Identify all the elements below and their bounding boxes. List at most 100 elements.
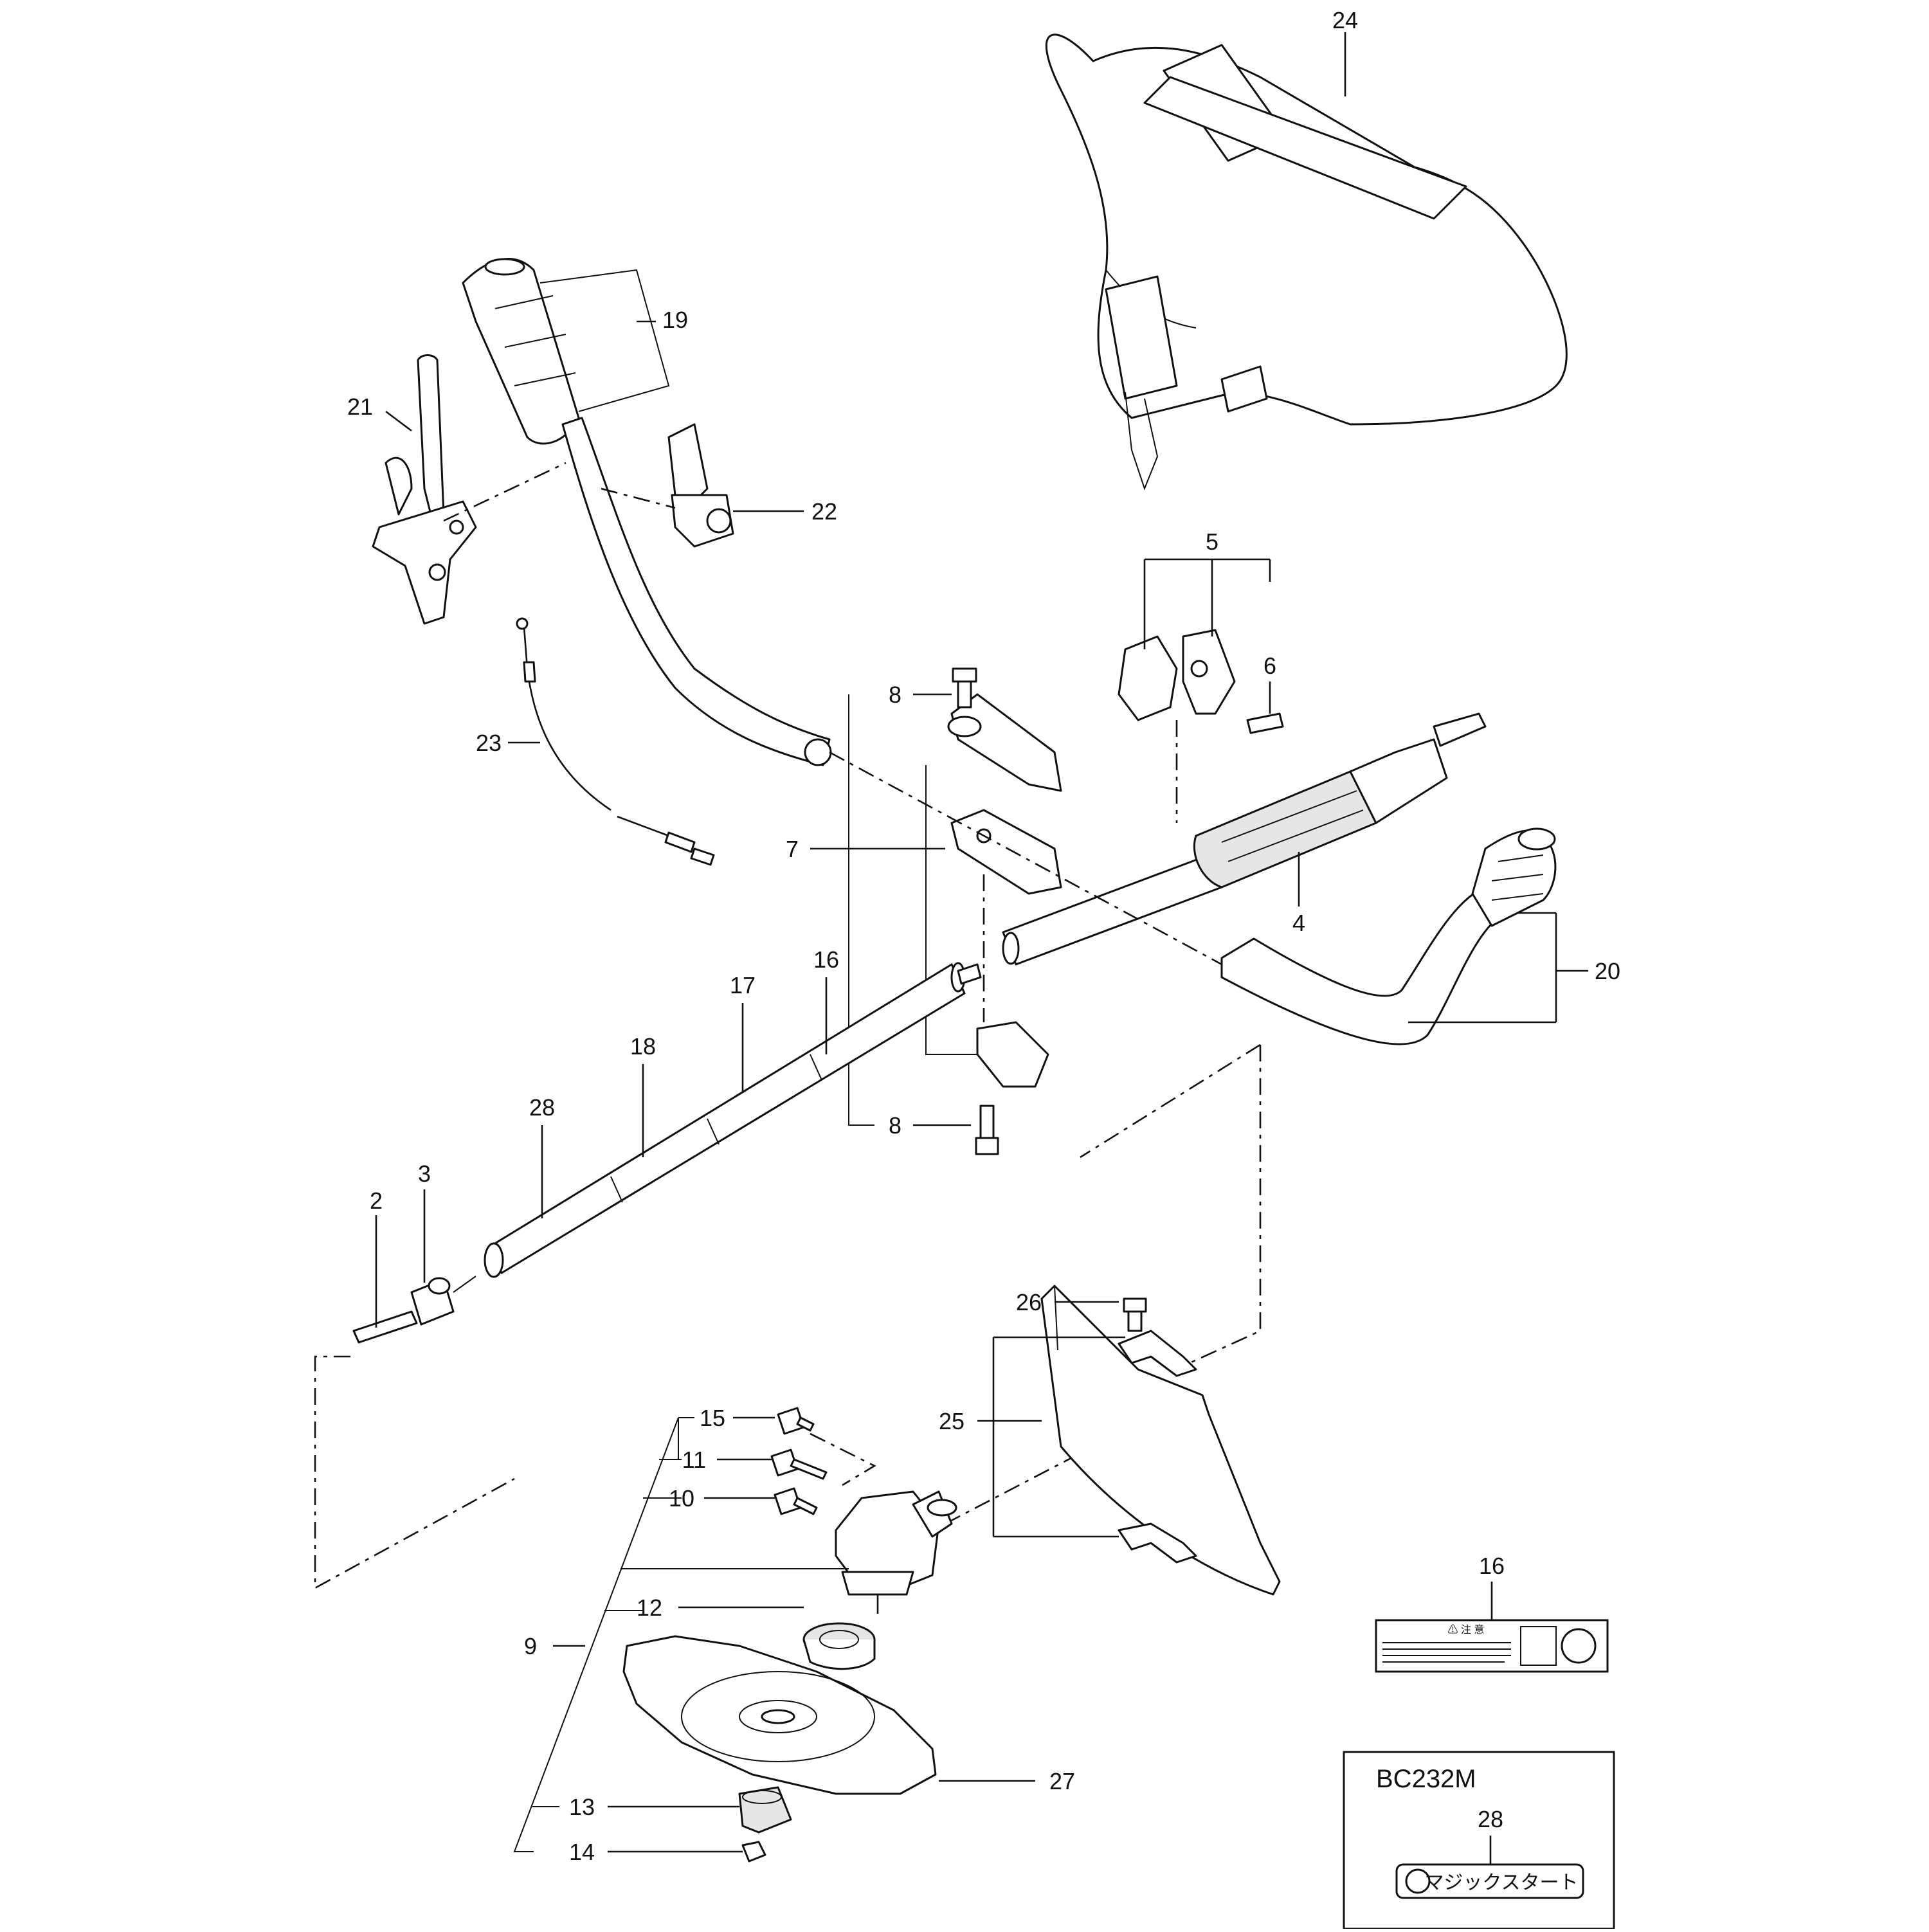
callout-6: 6	[1263, 653, 1276, 714]
callout-9: 9	[513, 1417, 849, 1852]
callout-label-8-bottom: 8	[889, 1112, 901, 1139]
callout-label-17: 17	[730, 972, 756, 998]
dash-line-22	[601, 487, 676, 509]
callout-label-14: 14	[569, 1839, 595, 1865]
callout-label-8-top: 8	[889, 682, 901, 708]
callout-label-20: 20	[1595, 958, 1620, 984]
warning-heading: ⚠ 注 意	[1448, 1623, 1485, 1636]
callout-10: 10	[669, 1485, 775, 1512]
callout-label-16: 16	[813, 946, 839, 973]
callout-16: 16	[813, 946, 839, 1054]
callout-label-7: 7	[786, 836, 799, 862]
callout-label-16-label: 16	[1479, 1553, 1505, 1579]
bolt-15	[777, 1407, 815, 1435]
callout-label-15: 15	[700, 1405, 725, 1431]
callout-label-3: 3	[418, 1160, 431, 1187]
model-name: BC232M	[1376, 1765, 1476, 1793]
dash-line-bolt	[810, 1432, 876, 1486]
handle-clamp-upper	[947, 693, 1062, 895]
callout-26: 26	[1016, 1289, 1119, 1315]
callout-label-27: 27	[1049, 1768, 1075, 1794]
callout-4: 4	[1292, 852, 1305, 936]
dash-line-guard-upper	[1080, 1043, 1261, 1159]
shoulder-harness	[1045, 33, 1568, 491]
callout-25: 25	[939, 1336, 1125, 1538]
throttle-trigger	[372, 354, 477, 625]
callout-14: 14	[569, 1839, 743, 1865]
callout-2: 2	[370, 1187, 383, 1328]
callout-label-28-box: 28	[1478, 1806, 1503, 1832]
dash-line-shaft	[314, 1355, 515, 1590]
callout-8-top: 8	[889, 682, 952, 708]
callout-label-28: 28	[529, 1094, 555, 1121]
callout-label-19: 19	[662, 307, 688, 333]
callout-label-26: 26	[1016, 1289, 1042, 1315]
callout-5: 5	[1143, 528, 1271, 649]
callout-label-2: 2	[370, 1187, 383, 1214]
drive-shaft-tube	[484, 962, 982, 1278]
callout-21: 21	[347, 393, 412, 432]
callout-3: 3	[418, 1160, 431, 1283]
sticker-logo-icon	[1405, 1868, 1431, 1894]
throttle-cable	[516, 617, 715, 866]
callout-11: 11	[682, 1447, 772, 1473]
dash-line-21	[443, 462, 566, 522]
callout-20: 20	[1408, 912, 1620, 1024]
main-shaft	[1002, 712, 1487, 966]
blade-guard	[1040, 1285, 1281, 1596]
left-handle	[462, 258, 832, 766]
callout-label-9: 9	[524, 1633, 537, 1659]
callout-18: 18	[630, 1033, 656, 1157]
handle-clamp-lower	[976, 1021, 1049, 1088]
bolt-8-bottom	[975, 1105, 999, 1155]
callout-label-5: 5	[1206, 528, 1218, 555]
warning-icon	[1520, 1626, 1557, 1666]
callout-13: 13	[569, 1794, 739, 1820]
callout-label-22: 22	[811, 498, 837, 525]
callout-label-23: 23	[476, 730, 502, 756]
callout-15: 15	[700, 1405, 775, 1431]
callout-label-25: 25	[939, 1408, 964, 1434]
callout-label-11: 11	[682, 1447, 706, 1473]
sticker-text: マジックスタート	[1424, 1872, 1578, 1893]
callout-label-12: 12	[637, 1594, 662, 1621]
dash-line-gearhead	[945, 1445, 1094, 1525]
sticker-frame	[1395, 1863, 1584, 1899]
bolt-11	[770, 1449, 828, 1480]
drive-shaft	[352, 1276, 476, 1344]
bracket-7	[925, 765, 977, 1055]
callout-23: 23	[476, 730, 540, 756]
bolt-8-top	[952, 667, 977, 709]
nut-14	[741, 1841, 766, 1863]
callout-12: 12	[637, 1594, 804, 1621]
holder-13	[738, 1786, 792, 1834]
callout-label-21: 21	[347, 393, 373, 420]
callout-7: 7	[786, 836, 945, 862]
callout-label-6: 6	[1263, 653, 1276, 679]
callout-8-bottom: 8	[889, 1112, 971, 1139]
hanger-bracket	[1118, 629, 1284, 734]
callout-27: 27	[939, 1768, 1075, 1794]
callout-label-18: 18	[630, 1033, 656, 1060]
bolt-10	[774, 1487, 818, 1515]
callout-22: 22	[733, 498, 837, 525]
callout-28: 28	[529, 1094, 555, 1218]
eye-protection-icon	[1561, 1628, 1597, 1664]
callout-label-24: 24	[1332, 7, 1358, 33]
warning-label: 16 ⚠ 注 意	[1375, 1553, 1609, 1673]
stop-switch	[667, 423, 734, 548]
dash-line-handle	[829, 751, 1222, 966]
bracket-8	[848, 694, 874, 1126]
cutting-blade	[622, 1635, 937, 1795]
guard-clamp	[1118, 1297, 1197, 1377]
callout-label-13: 13	[569, 1794, 595, 1820]
callout-24: 24	[1332, 7, 1358, 96]
callout-label-4: 4	[1292, 910, 1305, 936]
holder-12	[802, 1622, 876, 1670]
gear-head	[835, 1490, 957, 1614]
dash-line-guard	[1189, 1045, 1262, 1364]
callout-17: 17	[730, 972, 756, 1093]
right-handle	[1220, 827, 1557, 1045]
